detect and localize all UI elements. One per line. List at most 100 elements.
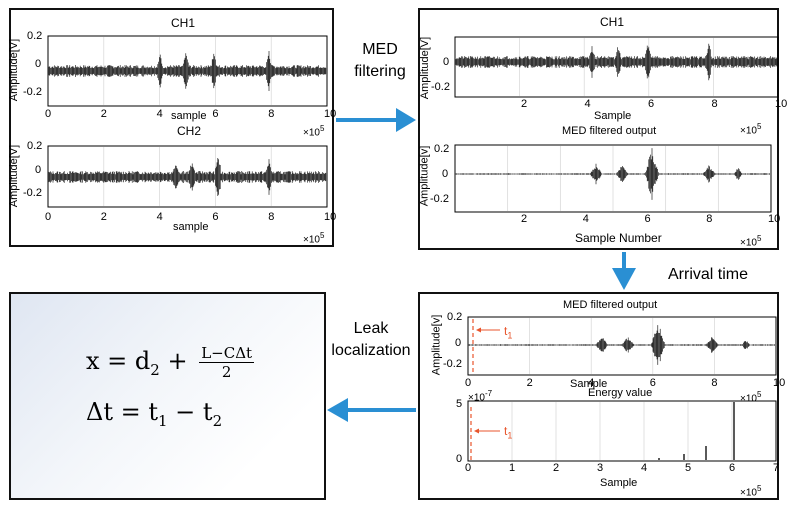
x-tick-label: 4 (588, 377, 595, 389)
x-tick-label: 0 (465, 377, 472, 389)
med-output-signal-trace (455, 148, 770, 200)
x-tick-label: 0 (465, 462, 472, 474)
energy-spikes (658, 402, 735, 460)
x-tick-label: 5 (685, 462, 692, 474)
x-tick-label: 6 (648, 98, 655, 110)
ch2-signal-trace (48, 158, 327, 196)
med-ch1-xlabel: Sample (594, 110, 632, 122)
x-tick-label: 2 (553, 462, 560, 474)
med-output-exponent: ×105 (740, 234, 762, 249)
x-tick-label: 2 (526, 377, 533, 389)
formula-x-equals-d: x = d (86, 347, 151, 375)
x-tick-label: 10 (324, 108, 337, 120)
ch2-ytick-mid: 0 (35, 164, 42, 176)
x-tick-label: 0 (45, 108, 52, 120)
energy-y-exponent: ×10-7 (468, 389, 493, 404)
ch1-ylabel: Amplitude[V] (8, 38, 21, 102)
energy-ytick-bot: 0 (456, 453, 463, 465)
formula-d-subscript: 2 (150, 360, 160, 379)
formula-minus-t: − t (167, 398, 213, 426)
x-tick-label: 1 (509, 462, 516, 474)
x-tick-label: 8 (268, 108, 275, 120)
leak-localization-label: Leak localization (326, 318, 416, 362)
raw-signals-svg (47, 35, 328, 208)
x-tick-label: 4 (641, 462, 648, 474)
arrival-med-signal-trace (468, 325, 775, 365)
formula-plus: + (167, 347, 188, 375)
med-ch1-signal-trace (455, 43, 778, 81)
med-output-axes (454, 144, 772, 213)
x-tick-label: 8 (711, 377, 718, 389)
med-output-ytick-bot: -0.2 (430, 193, 449, 205)
med-ch1-axes (454, 36, 779, 98)
arrival-med-grid (529, 318, 715, 374)
arrival-time-label: Arrival time (668, 266, 749, 283)
med-filter-svg (454, 36, 779, 213)
leak-localization-formula-box: x = d2 + L−CΔt 2 Δt = t1 − t2 (9, 292, 326, 500)
leak-localization-line-1: Leak (353, 320, 389, 337)
x-tick-label: 8 (711, 98, 718, 110)
x-tick-label: 6 (212, 211, 219, 223)
x-tick-label: 10 (768, 213, 781, 225)
x-tick-label: 10 (773, 377, 786, 389)
med-output-xlabel: Sample Number (575, 231, 662, 245)
ch2-xlabel: sample (173, 221, 209, 233)
arrival-med-xlabel: Sample (570, 378, 608, 390)
formula-fraction: L−CΔt 2 (199, 344, 255, 381)
med-output-ytick-top: 0.2 (434, 143, 450, 155)
energy-grid (511, 402, 733, 460)
x-tick-label: 8 (268, 211, 275, 223)
med-filtering-line-1: MED (362, 41, 398, 58)
formula-line-2: Δt = t1 − t2 (86, 398, 222, 430)
x-tick-label: 4 (582, 213, 589, 225)
formula-numerator: L−CΔt (199, 344, 255, 363)
ch2-axes (47, 145, 328, 208)
formula-denominator: 2 (221, 363, 232, 381)
x-tick-label: 7 (773, 462, 780, 474)
med-ch1-ylabel: Amplitude[V] (419, 36, 432, 100)
x-tick-label: 10 (324, 211, 337, 223)
arrow-to-med-head (396, 108, 416, 132)
ch2-ytick-top: 0.2 (27, 140, 43, 152)
x-tick-label: 10 (775, 98, 787, 110)
med-filtering-label: MED filtering (345, 39, 415, 83)
x-tick-label: 3 (597, 462, 604, 474)
arrival-time-svg (467, 316, 777, 462)
x-tick-label: 6 (212, 108, 219, 120)
x-tick-label: 6 (729, 462, 736, 474)
formula-line-1: x = d2 + L−CΔt 2 (86, 344, 255, 381)
ch2-ytick-bot: -0.2 (23, 187, 42, 199)
arrival-time-panel: MED filtered output Amplitude[v] 0.2 0 -… (418, 292, 785, 500)
arrow-to-formula-head (327, 398, 348, 422)
arrival-med-ytick-mid: 0 (455, 337, 462, 349)
x-tick-label: 8 (706, 213, 713, 225)
energy-xlabel: Sample (600, 477, 638, 489)
x-tick-label: 2 (521, 98, 528, 110)
med-output-ytick-mid: 0 (442, 168, 449, 180)
ch1-ytick-mid: 0 (35, 58, 42, 70)
med-output-title: MED filtered output (562, 125, 657, 137)
x-tick-label: 6 (644, 213, 651, 225)
raw-signals-panel: CH1 Amplitude[V] 0.2 0 -0.2 0 2 4 6 8 10 samp… (8, 8, 337, 247)
x-tick-label: 4 (156, 108, 163, 120)
x-tick-label: 4 (584, 98, 591, 110)
ch2-exponent: ×105 (303, 231, 325, 246)
formula-t-sub-1: 1 (158, 411, 168, 430)
ch2-title: CH2 (177, 124, 202, 138)
med-ch1-ytick-bot: -0.2 (431, 81, 450, 93)
ch2-ylabel: Amplitude[V] (8, 144, 21, 208)
x-tick-label: 2 (521, 213, 528, 225)
leak-localization-line-2: localization (331, 342, 411, 359)
med-ch1-ytick-mid: 0 (443, 56, 450, 68)
arrival-med-ylabel: Amplitude[v] (430, 314, 443, 376)
x-tick-label: 2 (100, 108, 107, 120)
med-output-ylabel: Amplitude[v] (418, 145, 431, 207)
x-tick-label: 2 (100, 211, 107, 223)
ch1-title: CH1 (171, 16, 196, 30)
t1-label-bottom: t1 (504, 424, 513, 441)
arrival-med-ytick-top: 0.2 (447, 311, 463, 323)
arrival-med-ytick-bot: -0.2 (443, 358, 462, 370)
arrival-med-exponent: ×105 (740, 390, 762, 405)
x-tick-label: 4 (156, 211, 163, 223)
